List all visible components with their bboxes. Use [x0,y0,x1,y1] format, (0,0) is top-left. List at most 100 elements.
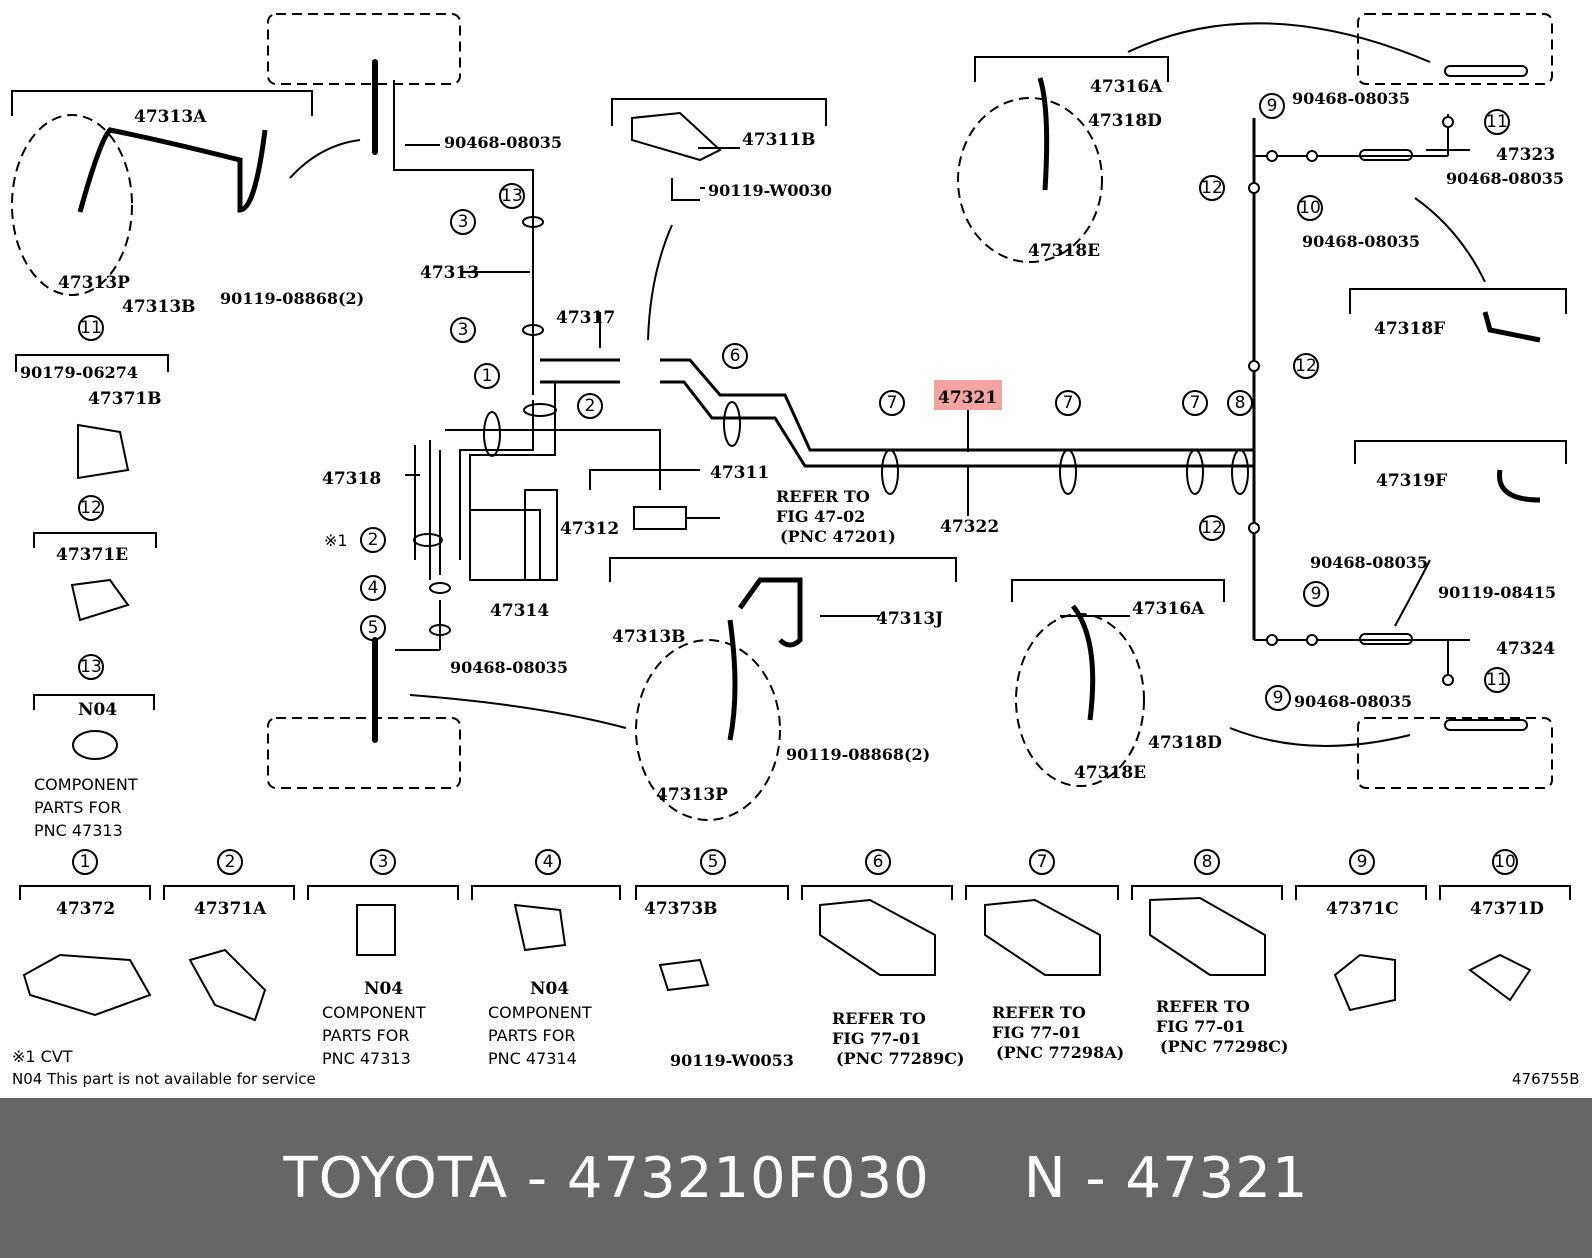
refer-a-3: (PNC 47201) [780,527,896,546]
svg-text:FIG 77-01: FIG 77-01 [832,1029,921,1048]
note-cvt: ※1 CVT [12,1047,73,1066]
svg-text:9: 9 [1311,584,1322,604]
label-90179-06274: 90179-06274 [20,363,138,382]
svg-text:REFER TO: REFER TO [1156,997,1250,1016]
label-47318F: 47318F [1374,319,1445,339]
label-47318D-top: 47318D [1088,111,1162,131]
svg-text:9: 9 [1273,688,1284,708]
bracket-47318F [1349,288,1567,314]
footer-text: TOYOTA - 473210F030 N - 47321 [283,1145,1309,1211]
highlight-47321 [934,380,1002,410]
bottom-num-1: 1 [80,852,91,872]
bottom-label-1: 47372 [56,899,115,919]
bottom-num-4: 4 [543,852,554,872]
label-47318E-top: 47318E [1028,241,1100,261]
svg-text:REFER TO: REFER TO [832,1009,926,1028]
label-47318D-mid: 47318D [1148,733,1222,753]
footer-banner: TOYOTA - 473210F030 N - 47321 [0,1098,1592,1258]
svg-text:6: 6 [730,346,741,366]
svg-text:COMPONENT: COMPONENT [322,1003,426,1022]
label-47313B-mid: 47313B [612,627,686,647]
svg-text:12: 12 [80,498,102,518]
label-90468-08035-e: 90468-08035 [450,658,568,677]
label-90468-08035-d: 90468-08035 [1302,232,1420,251]
cvt-mark: ※1 [324,531,348,550]
label-47314: 47314 [490,601,549,621]
svg-text:10: 10 [1299,198,1321,218]
svg-text:4: 4 [368,578,379,598]
svg-text:(PNC 77298C): (PNC 77298C) [1160,1037,1289,1056]
svg-text:PNC 47313: PNC 47313 [322,1049,411,1068]
bottom-num-5: 5 [708,852,719,872]
bracket-47371E [33,532,157,548]
svg-text:13: 13 [80,657,102,677]
bottom-label-9: 47371C [1326,899,1399,919]
svg-text:FIG 77-01: FIG 77-01 [992,1023,1081,1042]
component-parts-a-2: PARTS FOR [34,798,121,817]
svg-text:(PNC 77289C): (PNC 77289C) [836,1049,965,1068]
label-90119-08868-mid: 90119-08868(2) [786,745,930,764]
svg-text:8: 8 [1235,393,1246,413]
bottom-num-8: 8 [1202,852,1213,872]
svg-text:2: 2 [368,530,379,550]
svg-text:FIG 77-01: FIG 77-01 [1156,1017,1245,1036]
bottom-num-6: 6 [873,852,884,872]
component-parts-a-3: PNC 47313 [34,821,123,840]
label-47321: 47321 [938,388,997,408]
svg-text:11: 11 [1486,670,1508,690]
label-47313J: 47313J [876,609,943,629]
bottom-num-3: 3 [378,852,389,872]
label-47318: 47318 [322,469,381,489]
label-90468-08035-f: 90468-08035 [1310,553,1428,572]
bottom-num-10: 10 [1494,852,1516,872]
label-90468-08035-g: 90468-08035 [1294,692,1412,711]
svg-text:9: 9 [1267,96,1278,116]
svg-text:1: 1 [482,366,493,386]
label-47313P: 47313P [58,273,130,293]
label-47316A-mid: 47316A [1132,599,1205,619]
svg-text:11: 11 [1486,112,1508,132]
label-47313A: 47313A [134,107,207,127]
callout-box-top-right [1357,13,1553,85]
svg-text:12: 12 [1201,518,1223,538]
label-47311: 47311 [710,463,769,483]
svg-text:12: 12 [1201,178,1223,198]
label-90119-W0030: 90119-W0030 [708,181,832,200]
svg-text:3: 3 [458,212,469,232]
callout-13 [499,183,525,209]
label-47323: 47323 [1496,145,1555,165]
label-47313P-mid: 47313P [656,785,728,805]
callout-box-top-left [267,13,461,85]
svg-text:7: 7 [1063,393,1074,413]
label-47313B: 47313B [122,297,196,317]
bracket-47316A-mid [1011,579,1225,602]
svg-text:12: 12 [1295,356,1317,376]
label-47312: 47312 [560,519,619,539]
label-90468-08035-c: 90468-08035 [1446,169,1564,188]
label-90119-08415: 90119-08415 [1438,583,1556,602]
bottom-label-4: N04 [530,979,569,999]
label-47313: 47313 [420,263,479,283]
svg-text:PARTS FOR: PARTS FOR [488,1026,575,1045]
label-47318E-mid: 47318E [1074,763,1146,783]
bottom-num-7: 7 [1037,852,1048,872]
component-parts-a-1: COMPONENT [34,775,138,794]
bracket-47313J [609,557,957,582]
bottom-num-9: 9 [1357,852,1368,872]
bracket-90179 [15,354,169,372]
diagram-id: 476755B [1512,1070,1580,1088]
label-47311B: 47311B [742,130,816,150]
note-n04: N04 This part is not available for servi… [12,1070,316,1088]
bracket-47316A-top [974,56,1169,82]
svg-text:REFER TO: REFER TO [992,1003,1086,1022]
label-90468-08035-a: 90468-08035 [444,133,562,152]
refer-a-1: REFER TO [776,487,870,506]
label-47371E: 47371E [56,545,128,565]
bottom-label-2: 47371A [194,899,267,919]
bottom-label-10: 47371D [1470,899,1544,919]
arrow-to-top-left [289,139,361,179]
refer-a-2: FIG 47-02 [776,507,865,526]
label-47322: 47322 [940,517,999,537]
svg-text:(PNC 77298A): (PNC 77298A) [996,1043,1124,1062]
svg-text:13: 13 [501,186,523,206]
